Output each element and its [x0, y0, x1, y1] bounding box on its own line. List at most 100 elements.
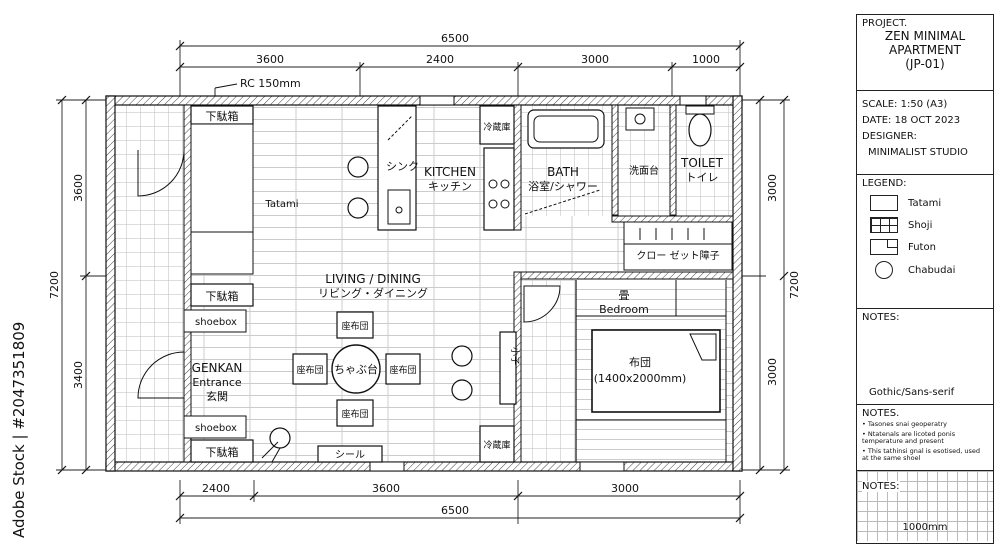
notes-label-2: NOTES. [862, 408, 900, 419]
washbasin-label: 洗面台 [629, 164, 659, 177]
dim-bottom-2: 3600 [372, 482, 400, 495]
kitchen-title: KITCHEN [424, 165, 476, 179]
futon-size: (1400x2000mm) [594, 372, 687, 385]
tatami-note: Tatami [264, 199, 298, 210]
toilet-jp: トイレ [686, 171, 719, 184]
dim-right-1: 3000 [766, 174, 779, 202]
kitchen-stool-1 [347, 156, 369, 178]
svg-text:座布団: 座布団 [389, 364, 416, 376]
dim-left-total: 7200 [48, 271, 61, 299]
bedroom-title: Bedroom [599, 303, 649, 316]
bath-jp: 浴室/シャワー [528, 179, 598, 193]
genkan-jp: 玄関 [206, 389, 228, 403]
dim-right-2: 3000 [766, 358, 779, 386]
zabuton-right [385, 353, 421, 385]
rc-leader [214, 83, 238, 89]
closet-label: クロー ゼット障子 [636, 249, 719, 262]
getabako-mid: 下駄箱 [206, 289, 239, 303]
bedroom-jp: 畳 [619, 289, 630, 302]
dim-left-1: 3600 [72, 174, 85, 202]
designer-name: MINIMALIST STUDIO [868, 147, 968, 158]
designer-label: DESIGNER: [862, 131, 917, 142]
grid-scale-note: 1000mm [902, 522, 948, 533]
dim-top-3: 3000 [581, 53, 609, 66]
genkan-door-top [137, 149, 185, 197]
svg-text:小子: 小子 [509, 347, 520, 365]
svg-text:Adobe Stock | #2047351809: Adobe Stock | #2047351809 [10, 322, 28, 538]
shoebox-bottom: shoebox [195, 423, 237, 434]
shoji-swatch [870, 217, 898, 233]
shoebox-top: shoebox [195, 317, 237, 328]
living-stool-1 [451, 345, 473, 367]
living-jp: リビング・ダイニング [318, 286, 428, 300]
getabako-top: 下駄箱 [206, 109, 239, 123]
living-zone: LIVING / DINING リビング・ダイニング 座布団 座布団 座布団 座… [261, 272, 520, 463]
note-1: • Tasones snai geoperatry [862, 420, 948, 428]
dim-bottom-1: 2400 [202, 482, 230, 495]
zabuton-top [336, 311, 374, 339]
closet-zone: クロー ゼット障子 [623, 221, 733, 271]
dimension-lines [56, 40, 790, 524]
project-code: (JP-01) [905, 57, 945, 71]
kitchen-jp: キッチン [428, 180, 472, 193]
dim-top-total: 6500 [441, 32, 469, 45]
notes-label-3: NOTES: [862, 481, 900, 492]
legend-tatami: Tatami [870, 195, 988, 211]
legend-chabudai: Chabudai [870, 261, 988, 279]
futon-bed [591, 329, 721, 413]
zabuton-left [292, 353, 328, 385]
scale-text: SCALE: 1:50 (A3) [862, 99, 948, 110]
fridge-2 [479, 425, 515, 463]
project-name-1: ZEN MINIMAL [884, 29, 966, 43]
tatami-swatch [870, 195, 898, 211]
toilet-bowl [688, 113, 712, 147]
chabudai-label: ちゃぶ台 [334, 362, 378, 376]
dim-bottom-total: 6500 [441, 504, 469, 517]
notes-section-2: NOTES. • Tasones snai geoperatry • Ntate… [857, 405, 993, 471]
genkan-zone: 下駄箱 下駄箱 shoebox shoebox 下駄箱 GENKAN Entra… [137, 105, 254, 463]
genkan-door-bottom [137, 351, 185, 399]
bath-title: BATH [547, 165, 579, 179]
bathtub [527, 109, 605, 149]
bedroom-zone: 畳 Bedroom 布団 (1400x2000mm) [523, 280, 727, 462]
genkan-floor-tile [114, 104, 190, 462]
living-stool-2 [451, 379, 473, 401]
legend-section: LEGEND: Tatami Shoji Futon Chabudai [857, 175, 993, 309]
title-block: PROJECT. ZEN MINIMAL APARTMENT (JP-01) S… [856, 14, 994, 544]
project-section: PROJECT. ZEN MINIMAL APARTMENT (JP-01) [857, 15, 993, 91]
windows [369, 95, 707, 472]
chabudai-table [331, 344, 381, 394]
grid-section: NOTES: 1000mm [857, 471, 993, 541]
dim-top-1: 3600 [256, 53, 284, 66]
fridge-label: 冷蔵庫 [483, 121, 510, 133]
note-3: • This tathinsi gnal is esotised, used a… [862, 446, 980, 462]
floor-plan-drawing: 6500 3600 2400 3000 1000 2400 3600 3000 … [48, 32, 801, 524]
dim-bottom-3: 3000 [611, 482, 639, 495]
dimension-ticks [57, 41, 789, 523]
side-cabinet [499, 331, 517, 405]
bath-zone: BATH 浴室/シャワー 洗面台 TOILET トイレ [524, 105, 724, 215]
svg-text:冷蔵庫: 冷蔵庫 [483, 439, 510, 451]
living-title: LIVING / DINING [325, 272, 421, 286]
svg-text:シール: シール [335, 450, 365, 461]
project-name-2: APARTMENT [889, 43, 961, 57]
font-note: Gothic/Sans-serif [869, 387, 955, 398]
legend-futon: Futon [870, 239, 988, 255]
dim-top-2: 2400 [426, 53, 454, 66]
info-section: SCALE: 1:50 (A3) DATE: 18 OCT 2023 DESIG… [857, 91, 993, 175]
futon-swatch [870, 239, 898, 255]
note-2: • Ntatenals are licoted ponis temperatur… [862, 429, 956, 445]
svg-text:座布団: 座布団 [341, 408, 368, 420]
notes-section-1: NOTES: Gothic/Sans-serif [857, 309, 993, 405]
legend-shoji: Shoji [870, 217, 988, 233]
kitchen-stool-2 [347, 197, 369, 219]
dim-top-4: 1000 [692, 53, 720, 66]
notes-label-1: NOTES: [862, 312, 900, 323]
futon-jp: 布団 [629, 356, 651, 369]
legend-label: LEGEND: [862, 178, 907, 189]
genkan-subtitle: Entrance [192, 376, 242, 389]
date-text: DATE: 18 OCT 2023 [862, 115, 961, 126]
genkan-title: GENKAN [192, 361, 243, 375]
rc-wall-note: RC 150mm [240, 77, 301, 90]
stock-watermark: Adobe Stock | #2047351809 [10, 322, 28, 538]
